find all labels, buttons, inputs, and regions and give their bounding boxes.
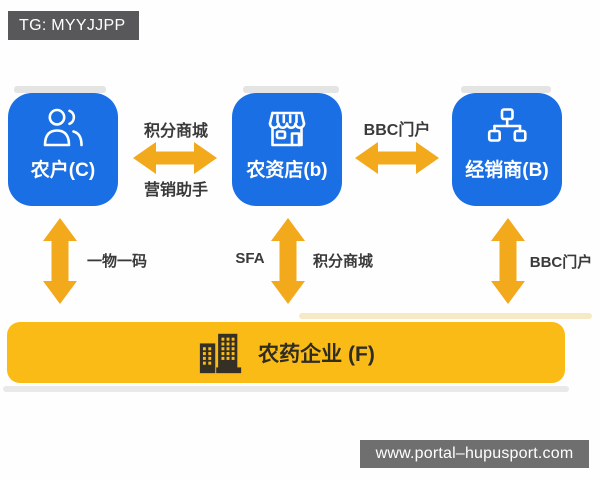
double-arrow-vertical bbox=[489, 218, 527, 304]
link-label: 积分商城 bbox=[312, 253, 373, 270]
link-label: BBC门户 bbox=[529, 254, 593, 271]
link-label: 营销助手 bbox=[143, 182, 208, 199]
tg-badge-label: TG: MYYJJPP bbox=[19, 17, 126, 34]
watermark: www.portal–hupusport.com bbox=[360, 440, 589, 468]
enterprise-label: 农药企业 (F) bbox=[258, 342, 375, 366]
double-arrow-vertical bbox=[269, 218, 307, 304]
node-dealer: 经销商(B) bbox=[452, 93, 562, 206]
link-label: SFA bbox=[235, 250, 265, 267]
storefront-icon bbox=[264, 106, 310, 148]
node-label: 农资店(b) bbox=[246, 160, 328, 181]
sitemap-icon bbox=[484, 106, 530, 148]
ghost-strip bbox=[299, 313, 592, 319]
double-arrow-vertical bbox=[41, 218, 79, 304]
double-arrow-horizontal bbox=[133, 139, 217, 177]
node-label: 经销商(B) bbox=[465, 160, 549, 181]
node-farmer: 农户(C) bbox=[8, 93, 118, 206]
users-icon bbox=[40, 106, 86, 148]
ghost-strip bbox=[14, 86, 106, 93]
node-label: 农户(C) bbox=[30, 160, 96, 181]
link-label: 积分商城 bbox=[143, 123, 208, 140]
double-arrow-horizontal bbox=[355, 139, 439, 177]
enterprise-bar: 农药企业 (F) bbox=[7, 322, 565, 383]
ghost-strip bbox=[243, 86, 339, 93]
tg-badge: TG: MYYJJPP bbox=[8, 11, 139, 40]
link-label: 一物一码 bbox=[86, 253, 147, 270]
ghost-strip bbox=[461, 86, 551, 93]
watermark-label: www.portal–hupusport.com bbox=[375, 445, 574, 462]
buildings-icon bbox=[197, 332, 245, 374]
link-label: BBC门户 bbox=[363, 122, 431, 139]
ghost-strip bbox=[3, 386, 569, 392]
node-agro-store: 农资店(b) bbox=[232, 93, 342, 206]
